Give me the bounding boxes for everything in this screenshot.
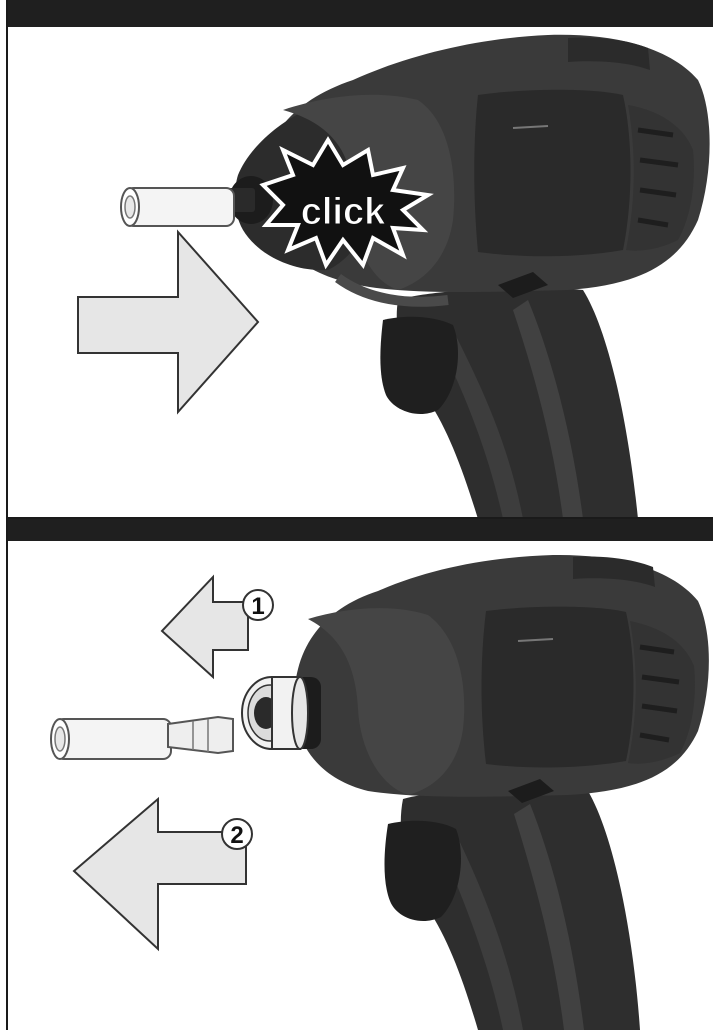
- remove-arrow-icon: 1: [162, 577, 273, 677]
- remove-bit-panel: 1 2: [6, 519, 713, 1030]
- insert-bit-panel: click: [6, 0, 713, 519]
- remove-bit-illustration: 1 2: [8, 519, 713, 1030]
- remove-arrow-icon: 2: [74, 799, 252, 949]
- bit-holder-icon: [121, 188, 234, 226]
- step-1-label: 1: [251, 593, 264, 620]
- impact-driver-illustration: [220, 35, 710, 519]
- click-callout-text: click: [301, 191, 386, 233]
- bit-holder-icon: [51, 717, 233, 759]
- insert-arrow-icon: [78, 232, 258, 412]
- impact-driver-illustration: [242, 555, 709, 1030]
- step-2-label: 2: [230, 822, 243, 849]
- insert-bit-illustration: click: [8, 0, 713, 519]
